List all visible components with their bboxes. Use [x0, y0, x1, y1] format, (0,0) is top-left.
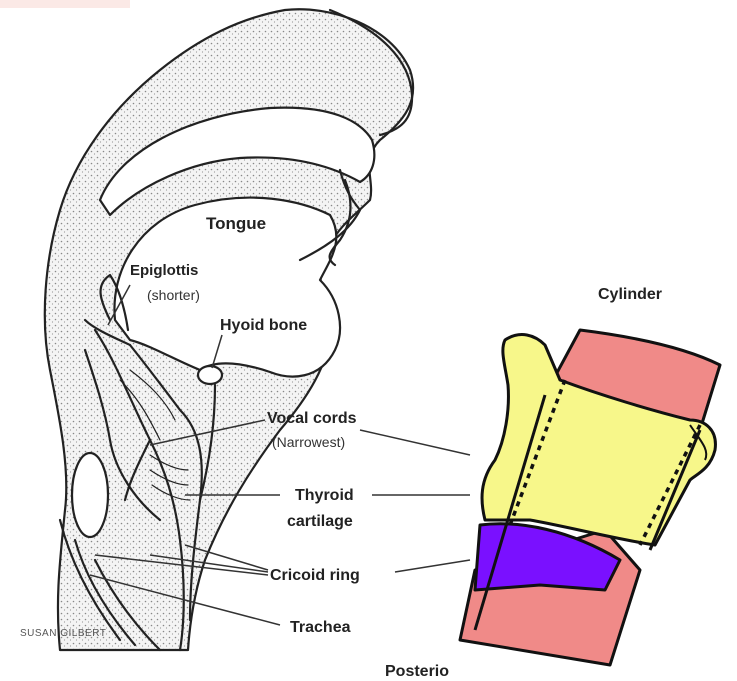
label-trachea: Trachea — [290, 619, 351, 636]
label-posterior: Posterio — [385, 663, 449, 680]
edge-mask — [730, 300, 737, 681]
illustrator-credit: SUSAN GILBERT — [20, 628, 106, 639]
hyoid-shape — [198, 366, 222, 384]
label-cylinder: Cylinder — [598, 286, 662, 303]
label-thyroid-1: Thyroid — [295, 487, 354, 504]
label-tongue: Tongue — [206, 214, 266, 233]
cylinder-model — [460, 330, 720, 665]
label-vocal-cords-note: (Narrowest) — [272, 434, 345, 450]
label-cricoid: Cricoid ring — [270, 567, 360, 584]
label-epiglottis-note: (shorter) — [147, 287, 200, 303]
trachea-ring — [72, 453, 108, 537]
top-tint — [0, 0, 130, 8]
label-epiglottis: Epiglottis — [130, 262, 198, 279]
label-hyoid: Hyoid bone — [220, 317, 307, 334]
label-thyroid-2: cartilage — [287, 513, 353, 530]
label-vocal-cords: Vocal cords — [267, 410, 357, 427]
